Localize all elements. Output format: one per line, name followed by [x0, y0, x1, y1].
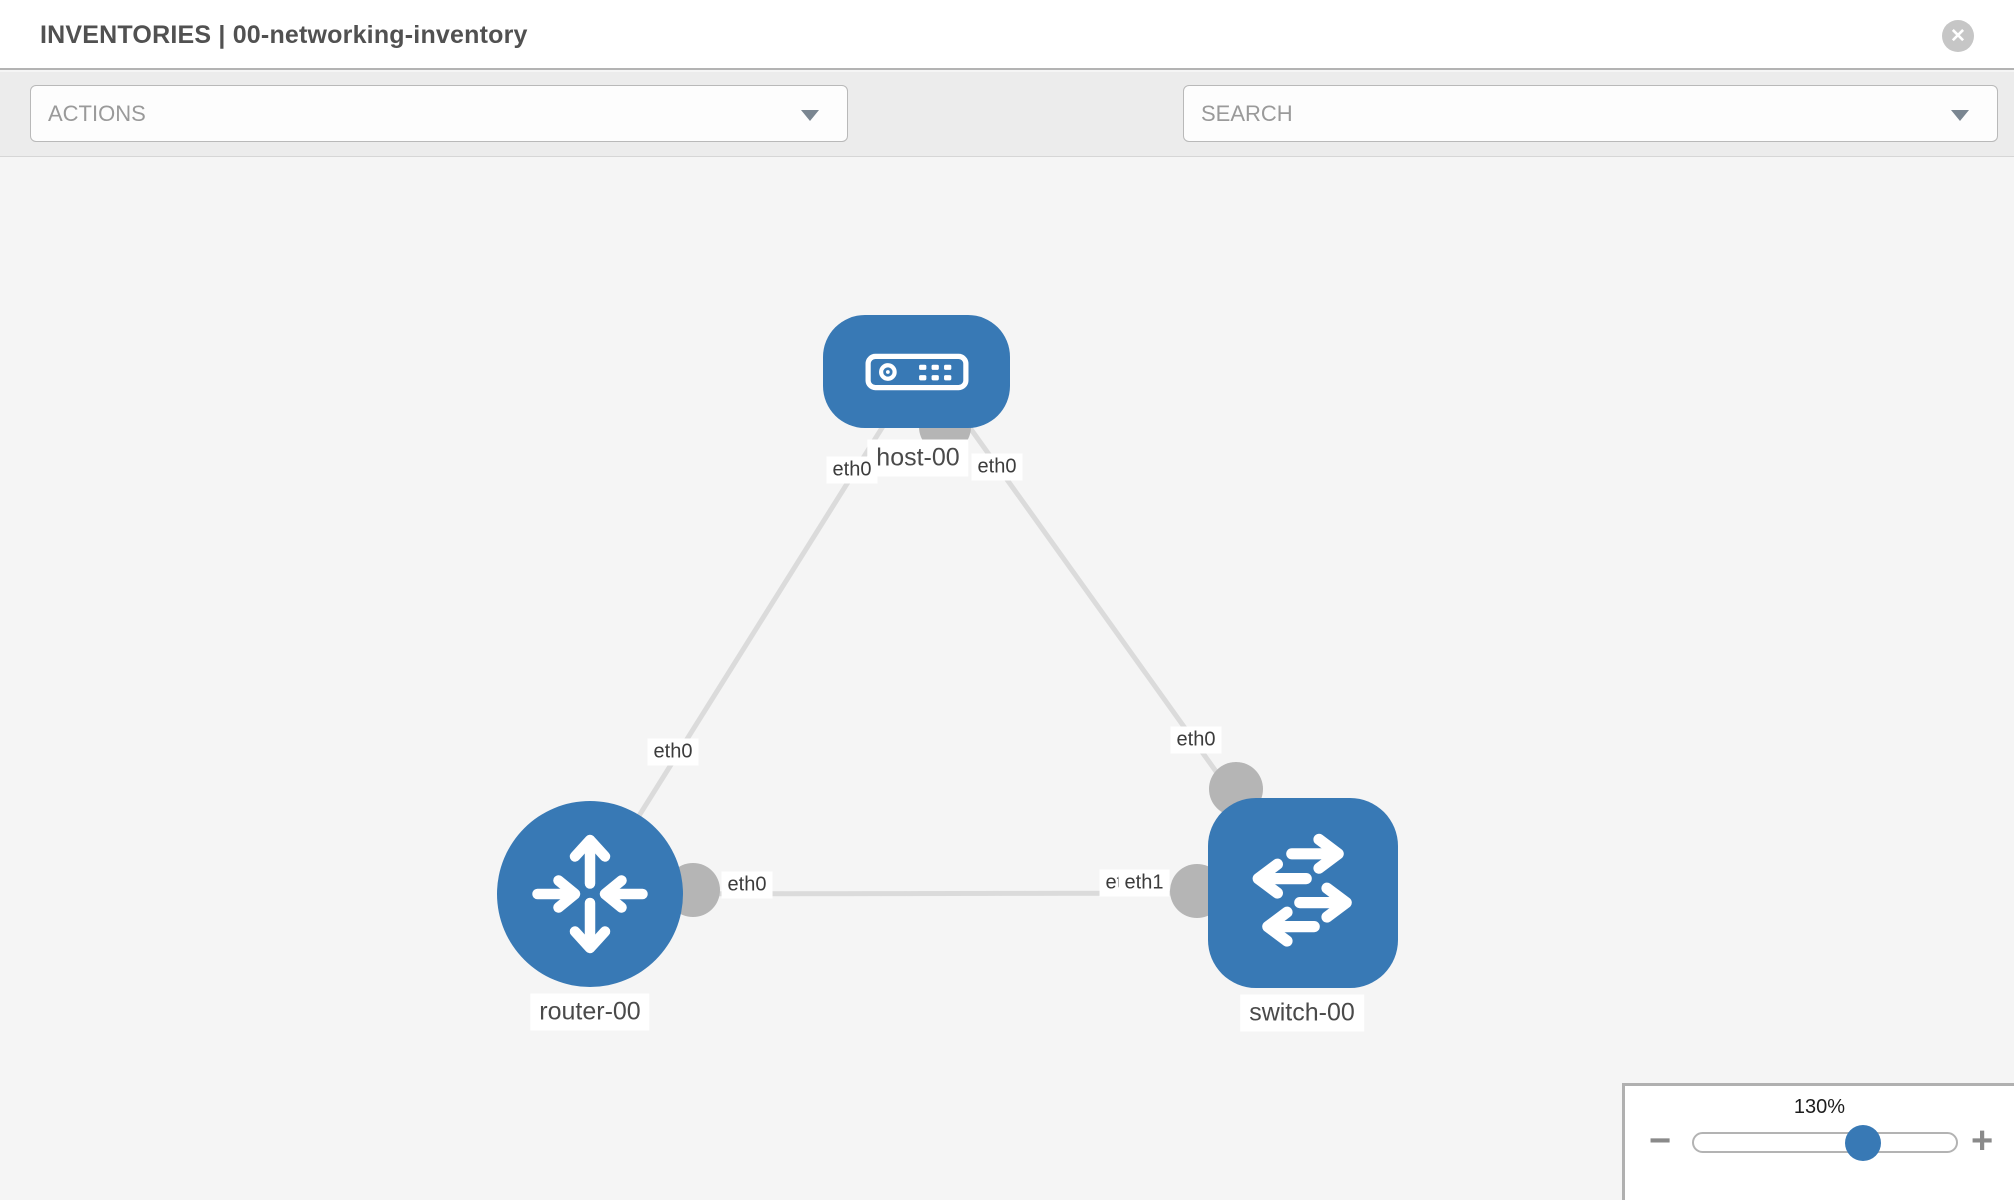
links-layer [587, 370, 1306, 918]
zoom-slider-track[interactable] [1692, 1132, 1958, 1153]
header-bar: INVENTORIES | 00-networking-inventory ✕ [0, 0, 2014, 70]
chevron-down-icon [801, 110, 819, 121]
interface-label: eth1 [1118, 869, 1170, 897]
switch-arrows-icon [1252, 833, 1352, 947]
interface-label: eth0 [826, 456, 878, 484]
zoom-out-button[interactable]: − [1649, 1120, 1672, 1162]
node-switch-00[interactable] [1208, 798, 1398, 988]
actions-dropdown[interactable]: ACTIONS [30, 85, 848, 142]
zoom-in-button[interactable]: + [1971, 1120, 1994, 1162]
interface-label: eth0 [1170, 726, 1222, 754]
close-icon: ✕ [1950, 25, 1966, 47]
node-label-switch: switch-00 [1240, 994, 1364, 1032]
node-router-00[interactable] [497, 801, 683, 987]
page-title: INVENTORIES | 00-networking-inventory [40, 21, 528, 49]
node-label-router: router-00 [530, 993, 650, 1031]
close-button[interactable]: ✕ [1942, 20, 1974, 52]
interface-label: eth0 [721, 871, 773, 899]
topology-canvas[interactable]: host-00 router-00 switch-00 eth0 eth0 et… [0, 158, 2014, 1200]
server-icon [865, 353, 968, 390]
toolbar: ACTIONS SEARCH [0, 72, 2014, 207]
node-host-00[interactable] [823, 315, 1010, 428]
interface-label: eth0 [971, 453, 1023, 481]
search-dropdown-label: SEARCH [1201, 101, 1293, 126]
zoom-slider-thumb[interactable] [1845, 1125, 1881, 1161]
actions-dropdown-label: ACTIONS [48, 101, 146, 126]
interface-label: eth0 [647, 738, 699, 766]
chevron-down-icon [1951, 110, 1969, 121]
zoom-level-text: 130% [1793, 1096, 1846, 1118]
router-arrows-icon [532, 834, 648, 954]
search-dropdown[interactable]: SEARCH [1183, 85, 1998, 142]
node-label-host: host-00 [867, 439, 969, 477]
zoom-panel: 130% − + [1622, 1083, 2014, 1200]
